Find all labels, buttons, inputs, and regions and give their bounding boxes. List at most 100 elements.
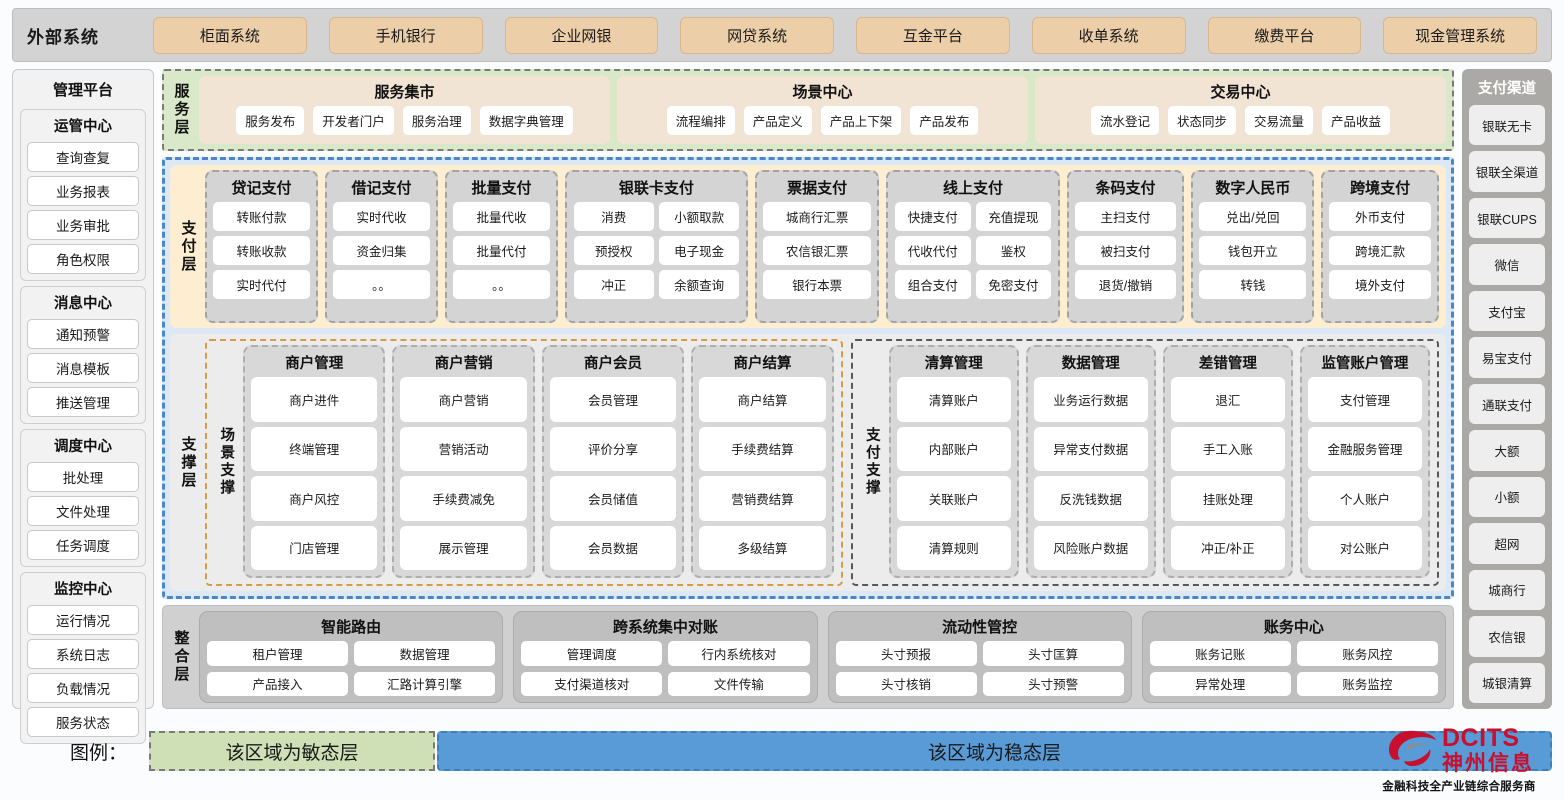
payment-channel-item[interactable]: 城商行 [1469,569,1545,611]
payment-channel-item[interactable]: 微信 [1469,244,1545,285]
integration-cell[interactable]: 汇路计算引擎 [354,671,496,696]
support-item[interactable]: 会员管理 [549,377,677,422]
payment-cell[interactable]: 充值提现 [975,202,1052,231]
management-item[interactable]: 系统日志 [27,639,139,669]
payment-cell[interactable]: 。。 [333,270,430,299]
management-item[interactable]: 任务调度 [27,530,139,560]
payment-channel-item[interactable]: 支付宝 [1469,290,1545,332]
support-item[interactable]: 风险账户数据 [1033,525,1148,570]
management-item[interactable]: 负载情况 [27,673,139,703]
integration-cell[interactable]: 产品接入 [207,671,349,696]
payment-cell[interactable]: 退货/撤销 [1074,270,1177,299]
payment-cell[interactable]: 资金归集 [333,236,430,265]
service-chip[interactable]: 产品发布 [910,106,979,135]
integration-cell[interactable]: 数据管理 [354,641,496,666]
service-chip[interactable]: 服务发布 [236,106,305,135]
payment-cell[interactable]: 被扫支付 [1074,236,1177,265]
support-item[interactable]: 挂账处理 [1170,476,1285,521]
support-item[interactable]: 商户营销 [400,377,527,422]
payment-cell[interactable]: 鉴权 [975,236,1052,265]
payment-channel-item[interactable]: 超网 [1469,523,1545,564]
payment-cell[interactable]: 批量代付 [453,236,550,265]
payment-channel-item[interactable]: 城银清算 [1469,662,1545,704]
support-item[interactable]: 手续费结算 [699,426,826,471]
payment-cell[interactable]: 钱包开立 [1199,236,1307,265]
payment-cell[interactable]: 电子现金 [658,236,740,265]
support-item[interactable]: 评价分享 [549,426,677,471]
support-item[interactable]: 支付管理 [1307,377,1422,422]
support-item[interactable]: 多级结算 [699,525,826,570]
integration-cell[interactable]: 租户管理 [207,641,349,666]
payment-cell[interactable]: 境外支付 [1329,270,1432,299]
external-system-item[interactable]: 缴费平台 [1207,16,1362,54]
support-item[interactable]: 清算账户 [896,377,1011,422]
support-item[interactable]: 商户进件 [251,377,378,422]
service-chip[interactable]: 流水登记 [1090,106,1159,135]
external-system-item[interactable]: 收单系统 [1031,16,1186,54]
service-chip[interactable]: 开发者门户 [313,106,394,135]
payment-cell[interactable]: 实时代付 [213,270,310,299]
service-chip[interactable]: 状态同步 [1167,106,1236,135]
support-item[interactable]: 金融服务管理 [1307,426,1422,471]
support-item[interactable]: 业务运行数据 [1033,377,1148,422]
integration-cell[interactable]: 头寸预警 [982,671,1124,696]
payment-cell[interactable]: 兑出/兑回 [1199,202,1307,231]
support-item[interactable]: 异常支付数据 [1033,426,1148,471]
integration-cell[interactable]: 账务监控 [1296,671,1438,696]
support-item[interactable]: 会员储值 [549,476,677,521]
payment-cell[interactable]: 。。 [453,270,550,299]
support-item[interactable]: 营销费结算 [699,476,826,521]
management-item[interactable]: 通知预警 [27,319,139,349]
support-item[interactable]: 关联账户 [896,476,1011,521]
integration-cell[interactable]: 行内系统核对 [668,641,810,666]
payment-cell[interactable]: 银行本票 [762,270,872,299]
external-system-item[interactable]: 互金平台 [856,16,1010,54]
management-item[interactable]: 业务审批 [27,210,139,240]
payment-cell[interactable]: 转钱 [1199,270,1307,299]
payment-cell[interactable]: 转账付款 [213,202,310,231]
payment-channel-item[interactable]: 大额 [1469,430,1545,471]
management-item[interactable]: 角色权限 [27,244,139,274]
support-item[interactable]: 反洗钱数据 [1033,476,1148,521]
payment-channel-item[interactable]: 小额 [1469,476,1545,518]
integration-cell[interactable]: 头寸核销 [835,671,977,696]
payment-channel-item[interactable]: 农信银 [1469,616,1545,657]
management-item[interactable]: 运行情况 [27,605,139,635]
external-system-item[interactable]: 现金管理系统 [1383,16,1537,54]
payment-cell[interactable]: 批量代收 [453,202,550,231]
integration-cell[interactable]: 头寸匡算 [982,641,1124,666]
integration-cell[interactable]: 账务风控 [1296,641,1438,666]
management-item[interactable]: 服务状态 [27,707,139,737]
support-item[interactable]: 终端管理 [251,426,378,471]
payment-cell[interactable]: 实时代收 [333,202,430,231]
management-item[interactable]: 业务报表 [27,176,139,206]
support-item[interactable]: 手工入账 [1170,426,1285,471]
payment-cell[interactable]: 冲正 [573,270,654,299]
management-item[interactable]: 查询查复 [27,142,139,172]
payment-cell[interactable]: 组合支付 [894,270,971,299]
support-item[interactable]: 商户风控 [251,476,378,521]
payment-cell[interactable]: 预授权 [573,236,654,265]
service-chip[interactable]: 流程编排 [666,106,735,135]
integration-cell[interactable]: 账务记账 [1149,641,1291,666]
service-chip[interactable]: 产品收益 [1322,106,1391,135]
payment-cell[interactable]: 主扫支付 [1074,202,1177,231]
support-item[interactable]: 冲正/补正 [1170,525,1285,570]
support-item[interactable]: 展示管理 [400,525,527,570]
service-chip[interactable]: 服务治理 [402,106,471,135]
service-chip[interactable]: 产品上下架 [820,106,902,135]
management-item[interactable]: 批处理 [27,462,139,492]
payment-cell[interactable]: 城商行汇票 [762,202,872,231]
service-chip[interactable]: 产品定义 [743,106,812,135]
external-system-item[interactable]: 网贷系统 [680,16,834,54]
support-item[interactable]: 内部账户 [896,426,1011,471]
payment-channel-item[interactable]: 银联全渠道 [1469,151,1545,192]
payment-cell[interactable]: 代收代付 [894,236,971,265]
payment-cell[interactable]: 跨境汇款 [1329,236,1432,265]
support-item[interactable]: 会员数据 [549,525,677,570]
management-item[interactable]: 推送管理 [27,387,139,417]
service-chip[interactable]: 交易流量 [1245,106,1314,135]
support-item[interactable]: 清算规则 [896,525,1011,570]
support-item[interactable]: 对公账户 [1307,525,1422,570]
integration-cell[interactable]: 头寸预报 [835,641,977,666]
